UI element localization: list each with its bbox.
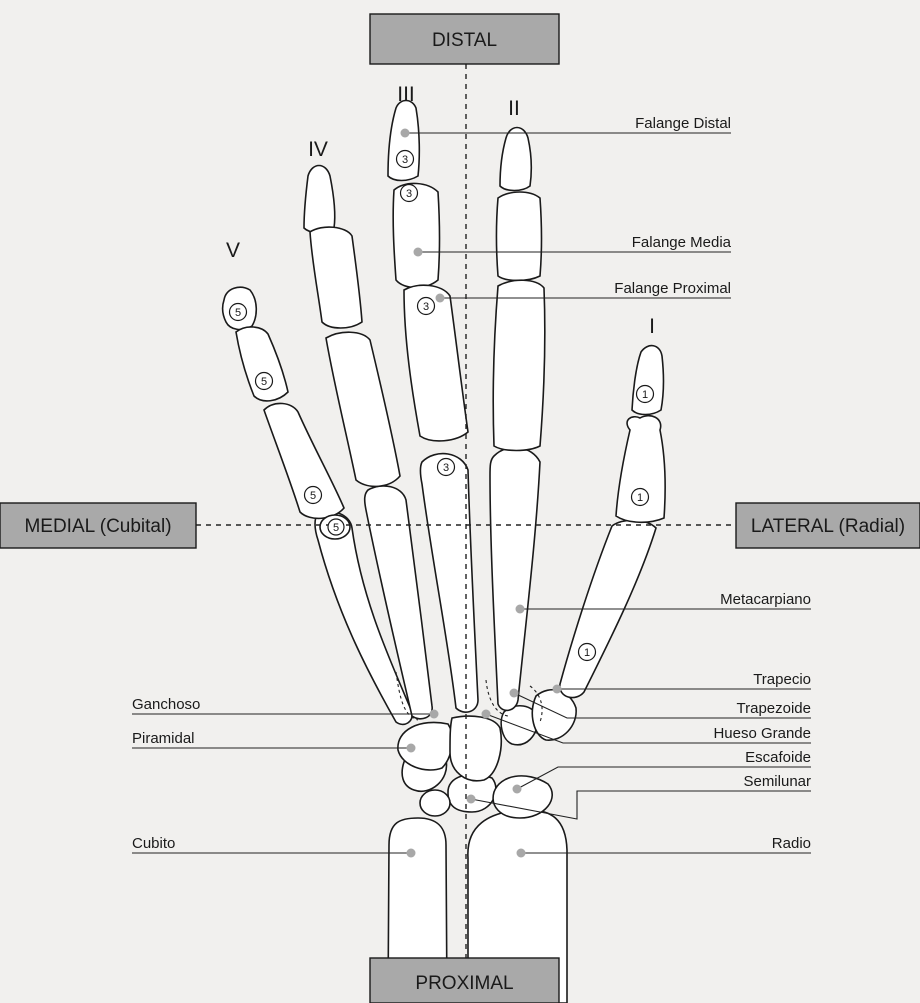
label-falange-media: Falange Media: [632, 234, 732, 251]
svg-text:3: 3: [402, 154, 408, 166]
finger-label-iv: IV: [308, 138, 328, 161]
metacarpiano-ii: [490, 447, 540, 710]
label-radio: Radio: [772, 835, 811, 852]
medial-label: MEDIAL (Cubital): [24, 516, 171, 537]
label-piramidal: Piramidal: [132, 730, 195, 747]
svg-text:3: 3: [406, 188, 412, 200]
finger-label-ii: II: [508, 97, 520, 120]
label-semilunar: Semilunar: [743, 773, 811, 790]
falange-proximal-iii: [404, 285, 468, 441]
lateral-box: LATERAL (Radial): [736, 503, 920, 548]
pisiforme-bone: [420, 790, 450, 816]
finger-label-i: I: [649, 315, 655, 338]
hueso-grande-bone: [450, 716, 501, 781]
label-hueso-grande: Hueso Grande: [713, 725, 811, 742]
circle-marker: 3: [418, 298, 435, 315]
falange-distal-i: [632, 346, 663, 415]
label-falange-distal: Falange Distal: [635, 115, 731, 132]
label-trapecio: Trapecio: [753, 671, 811, 688]
label-ganchoso: Ganchoso: [132, 696, 200, 713]
svg-text:3: 3: [443, 462, 449, 474]
finger-label-iii: III: [397, 83, 415, 106]
svg-text:1: 1: [642, 389, 648, 401]
falange-proximal-i: [616, 416, 665, 523]
circle-marker: 5: [256, 373, 273, 390]
circle-marker: 5: [230, 304, 247, 321]
circle-marker: 5: [305, 487, 322, 504]
svg-text:1: 1: [637, 492, 643, 504]
medial-box: MEDIAL (Cubital): [0, 503, 196, 548]
circle-marker: 1: [632, 489, 649, 506]
svg-text:3: 3: [423, 301, 429, 313]
svg-text:5: 5: [235, 307, 241, 319]
falange-proximal-iv: [326, 332, 400, 486]
distal-box: DISTAL: [370, 14, 559, 64]
falange-media-iv: [310, 227, 362, 328]
falange-proximal-v: [264, 403, 344, 518]
escafoide-bone: [493, 776, 552, 818]
falange-media-ii: [497, 192, 542, 281]
svg-text:5: 5: [261, 376, 267, 388]
falange-media-iii: [393, 183, 439, 287]
label-escafoide: Escafoide: [745, 749, 811, 766]
proximal-label: PROXIMAL: [415, 973, 513, 994]
circle-marker: 1: [637, 386, 654, 403]
label-trapezoide: Trapezoide: [737, 700, 812, 717]
circle-marker: 3: [438, 459, 455, 476]
falange-distal-iii: [388, 101, 419, 181]
falange-distal-iv: [304, 166, 335, 233]
ganchoso-bone: [398, 722, 452, 770]
metacarpiano-iii: [421, 454, 479, 713]
circle-marker: 3: [397, 151, 414, 168]
label-falange-proximal: Falange Proximal: [614, 280, 731, 297]
svg-text:5: 5: [310, 490, 316, 502]
svg-text:1: 1: [584, 647, 590, 659]
falange-distal-ii: [500, 128, 531, 191]
finger-label-v: V: [226, 239, 240, 262]
falange-proximal-ii: [493, 280, 545, 450]
svg-text:5: 5: [333, 522, 339, 534]
circle-marker: 3: [401, 185, 418, 202]
label-cubito: Cubito: [132, 835, 175, 852]
hand-bones: [223, 101, 666, 1003]
lateral-label: LATERAL (Radial): [751, 516, 905, 537]
circle-marker: 1: [579, 644, 596, 661]
circle-marker: 5: [328, 519, 344, 535]
label-metacarpiano: Metacarpiano: [720, 591, 811, 608]
proximal-box: PROXIMAL: [370, 958, 559, 1003]
distal-label: DISTAL: [432, 30, 497, 51]
